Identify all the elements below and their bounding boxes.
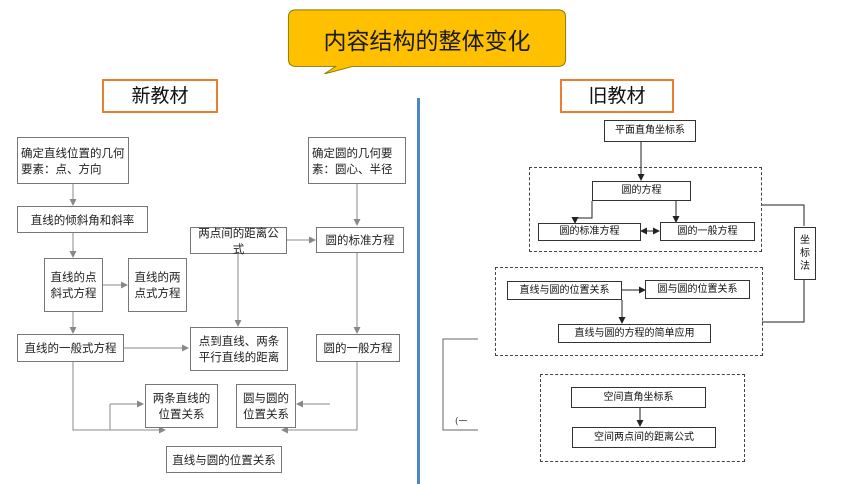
old-textbook-label: 旧教材 xyxy=(560,79,674,113)
box-space-coord: 空间直角坐标系 xyxy=(571,387,706,408)
box-line-circle-app: 直线与圆的方程的简单应用 xyxy=(558,324,711,343)
group-circle-equation xyxy=(529,167,762,252)
title-callout xyxy=(287,9,567,74)
box-old-line-circle-pos: 直线与圆的位置关系 xyxy=(507,281,622,300)
box-line-circle-pos: 直线与圆的位置关系 xyxy=(166,446,282,473)
divider-line xyxy=(417,98,420,484)
box-coord-plane: 平面直角坐标系 xyxy=(604,120,696,142)
box-point-slope: 直线的点斜式方程 xyxy=(44,258,103,312)
page-title: 内容结构的整体变化 xyxy=(323,29,531,55)
group-line-circle xyxy=(495,267,763,356)
box-circle-circle-pos: 圆与圆的位置关系 xyxy=(236,384,296,428)
box-old-circle-general: 圆的一般方程 xyxy=(660,222,755,241)
partial-label: (一 xyxy=(455,417,468,427)
box-circle-general: 圆的一般方程 xyxy=(316,334,400,362)
box-space-dist: 空间两点间的距离公式 xyxy=(572,427,716,448)
box-dist-two-points: 两点间的距离公式 xyxy=(190,226,287,256)
box-circle-standard: 圆的标准方程 xyxy=(316,227,404,253)
box-point-line-dist: 点到直线、两条平行直线的距离 xyxy=(190,327,288,371)
box-two-lines-pos: 两条直线的位置关系 xyxy=(145,384,218,428)
group-space-coord xyxy=(540,374,745,462)
box-two-point: 直线的两点式方程 xyxy=(128,258,187,312)
box-slope: 直线的倾斜角和斜率 xyxy=(17,206,148,233)
box-coord-method: 坐标法 xyxy=(794,227,816,280)
box-old-circle-circle-pos: 圆与圆的位置关系 xyxy=(645,280,750,299)
new-textbook-label: 新教材 xyxy=(102,79,218,113)
box-circle-eq: 圆的方程 xyxy=(592,181,691,201)
box-circle-elements: 确定圆的几何要素：圆心、半径 xyxy=(308,137,406,184)
box-general-line: 直线的一般式方程 xyxy=(17,334,124,362)
box-old-circle-standard: 圆的标准方程 xyxy=(538,223,641,241)
box-point-direction: 确定直线位置的几何要素：点、方向 xyxy=(17,137,129,184)
